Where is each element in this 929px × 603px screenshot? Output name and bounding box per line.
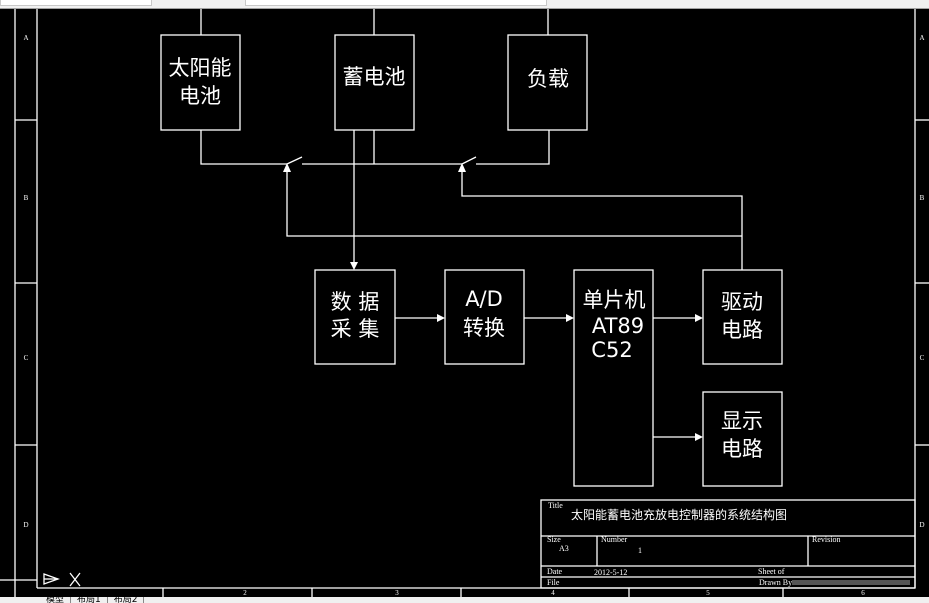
arrowheads	[283, 163, 703, 441]
block-label: 电路	[721, 318, 763, 342]
block-label: 电池	[179, 84, 221, 108]
layer-dropdown[interactable]	[0, 0, 152, 6]
block-load[interactable]: 负载	[507, 34, 588, 131]
block-label: AT89	[592, 314, 644, 338]
tab-layout1[interactable]: 布局1	[71, 597, 108, 603]
block-mcu[interactable]: 单片机 AT89 C52	[573, 269, 654, 487]
drawing-border	[0, 9, 929, 597]
drawn-by-label: Drawn By:	[759, 578, 794, 587]
block-label: 蓄电池	[343, 65, 406, 89]
row-label-d-right: D	[919, 521, 924, 529]
row-label-b: B	[24, 194, 29, 202]
row-label-d: D	[23, 521, 28, 529]
title-label: Title	[548, 501, 563, 510]
number-value: 1	[638, 546, 642, 555]
connection-lines	[200, 9, 743, 438]
block-data-acquisition[interactable]: 数 据 采 集	[314, 269, 396, 365]
row-label-b-right: B	[920, 194, 925, 202]
col-label-6: 6	[861, 589, 865, 597]
row-label-a-right: A	[919, 34, 924, 42]
tab-layout2[interactable]: 布局2	[108, 597, 145, 603]
row-label-a: A	[23, 34, 28, 42]
size-label: Size	[547, 535, 561, 544]
block-label: 转换	[463, 316, 505, 340]
block-label: C52	[591, 338, 632, 362]
block-solar-panel[interactable]: 太阳能 电池	[160, 34, 241, 131]
block-label: A/D	[465, 287, 503, 311]
block-label: 驱动	[721, 290, 763, 314]
block-label: 单片机	[583, 288, 646, 312]
date-label: Date	[547, 567, 563, 576]
size-value: A3	[559, 544, 569, 553]
number-label: Number	[601, 535, 628, 544]
block-label: 太阳能	[169, 56, 232, 80]
title-block	[540, 499, 916, 589]
block-label: 电路	[721, 437, 763, 461]
tab-model[interactable]: 模型	[40, 597, 72, 603]
block-driver-circuit[interactable]: 驱动 电路	[702, 269, 783, 365]
drawn-by-value	[792, 580, 910, 585]
ucs-icon	[43, 572, 81, 587]
block-label: 采 集	[331, 317, 380, 341]
block-label: 显示	[721, 409, 763, 433]
property-dropdown[interactable]	[245, 0, 547, 6]
toolbar	[0, 0, 929, 9]
file-label: File	[547, 578, 560, 587]
block-display-circuit[interactable]: 显示 电路	[702, 391, 783, 487]
sheet-label: Sheet of	[758, 567, 785, 576]
block-battery[interactable]: 蓄电池	[334, 34, 415, 131]
row-label-c: C	[24, 354, 29, 362]
col-label-4: 4	[551, 589, 555, 597]
drawing-title: 太阳能蓄电池充放电控制器的系统结构图	[571, 507, 787, 522]
block-label: 数 据	[331, 290, 380, 314]
revision-label: Revision	[812, 535, 840, 544]
date-value: 2012-5-12	[594, 568, 627, 577]
col-label-3: 3	[395, 589, 399, 597]
block-ad-converter[interactable]: A/D 转换	[444, 269, 525, 365]
row-label-c-right: C	[920, 354, 925, 362]
block-label: 负载	[527, 67, 569, 91]
col-label-2: 2	[243, 589, 247, 597]
col-label-5: 5	[706, 589, 710, 597]
